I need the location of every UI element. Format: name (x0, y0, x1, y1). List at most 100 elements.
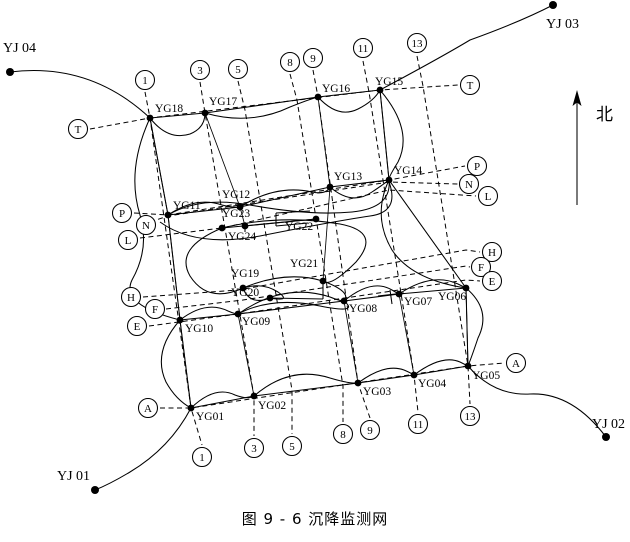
callout-label: 9 (367, 425, 373, 437)
label-yg20: YG20 (231, 287, 259, 299)
label-yj01: YJ 01 (57, 469, 90, 484)
monitoring-point-yg22[interactable] (312, 215, 320, 223)
axis-callout-right-p[interactable]: P (466, 155, 488, 177)
label-yg16: YG16 (322, 83, 350, 95)
benchmark-yj03[interactable] (549, 1, 557, 9)
north-label: 北 (596, 105, 613, 125)
callout-circle (243, 437, 265, 459)
label-yg22: YG22 (285, 221, 313, 233)
label-yg23: YG23 (222, 208, 250, 220)
callout-label: N (142, 220, 150, 232)
monitoring-point-yg21[interactable] (319, 277, 327, 285)
axis-callout-right-a[interactable]: A (505, 352, 527, 374)
monitoring-point-yg01[interactable] (187, 404, 195, 412)
monitoring-point-labels: YG01YG02YG03YG04YG05YG06YG07YG08YG09YG10… (155, 76, 500, 423)
monitoring-point-yg08[interactable] (340, 297, 348, 305)
callout-label: 13 (465, 411, 477, 423)
callout-circle (227, 58, 249, 80)
axis-callout-left-e[interactable]: E (126, 315, 148, 337)
callout-label: 1 (142, 75, 148, 87)
monitoring-point-yg24[interactable] (218, 224, 226, 232)
axis-callout-bottom-1[interactable]: 1 (191, 446, 213, 468)
axis-callout-left-f[interactable]: F (144, 298, 166, 320)
axis-callout-top-8[interactable]: 8 (279, 51, 301, 73)
monitoring-point-yg14[interactable] (385, 176, 393, 184)
monitoring-point-markers (146, 86, 472, 412)
monitoring-point-yg05[interactable] (464, 362, 472, 370)
monitoring-point-yg09[interactable] (234, 310, 242, 318)
callout-circle (332, 423, 354, 445)
monitoring-point-yg06[interactable] (462, 284, 470, 292)
monitoring-point-yg20[interactable] (266, 294, 274, 302)
benchmark-yj02[interactable] (602, 433, 610, 441)
monitoring-point-yg12[interactable] (236, 203, 244, 211)
monitoring-point-yg03[interactable] (354, 379, 362, 387)
monitoring-point-yg10[interactable] (176, 316, 184, 324)
axis-callout-top-3[interactable]: 3 (189, 59, 211, 81)
monitoring-point-yg13[interactable] (326, 183, 334, 191)
axis-callout-left-l[interactable]: L (117, 229, 139, 251)
label-yg21: YG21 (290, 258, 318, 270)
callout-label: 8 (287, 57, 293, 69)
label-yg04: YG04 (418, 378, 446, 390)
monitoring-point-yg11[interactable] (164, 211, 172, 219)
axis-callout-left-h[interactable]: H (120, 286, 142, 308)
monitoring-point-yg07[interactable] (395, 290, 403, 298)
figure-caption: 图 9 - 6 沉降监测网 (241, 510, 389, 528)
axis-callout-right-n[interactable]: N (458, 173, 480, 195)
monitoring-point-yg17[interactable] (201, 109, 209, 117)
axis-callout-right-f[interactable]: F (470, 256, 492, 278)
axis-callout-right-t[interactable]: T (459, 74, 481, 96)
axis-callout-right-e[interactable]: E (481, 270, 503, 292)
axis-callout-bottom-13[interactable]: 13 (459, 405, 481, 427)
axis-callout-top-9[interactable]: 9 (302, 47, 324, 69)
axis-callout-bottom-9[interactable]: 9 (359, 419, 381, 441)
axis-callout-top-5[interactable]: 5 (227, 58, 249, 80)
label-yg11: YG11 (173, 200, 201, 212)
monitoring-point-yg15[interactable] (376, 86, 384, 94)
axis-callout-bottom-8[interactable]: 8 (332, 423, 354, 445)
axis-callout-top-13[interactable]: 13 (406, 32, 428, 54)
callout-label: 3 (251, 443, 257, 455)
axis-callout-top-11[interactable]: 11 (352, 37, 374, 59)
monitoring-point-yg02[interactable] (250, 392, 258, 400)
callout-circle (302, 47, 324, 69)
label-yg01: YG01 (196, 411, 224, 423)
callout-label: E (489, 276, 496, 288)
label-yj04: YJ 04 (3, 41, 36, 56)
axis-callout-bottom-11[interactable]: 11 (407, 413, 429, 435)
label-yg14: YG14 (394, 165, 422, 177)
axis-callout-top-1[interactable]: 1 (134, 69, 156, 91)
callout-label: A (512, 358, 520, 370)
callout-circle (67, 118, 89, 140)
callout-circle (120, 286, 142, 308)
callout-label: 8 (340, 429, 346, 441)
axis-callout-left-p[interactable]: P (111, 202, 133, 224)
benchmark-yj01[interactable] (91, 486, 99, 494)
callout-circle (117, 229, 139, 251)
axis-callout-right-l[interactable]: L (477, 185, 499, 207)
callout-label: 3 (197, 65, 203, 77)
axis-callout-bottom-3[interactable]: 3 (243, 437, 265, 459)
axis-callout-left-a[interactable]: A (137, 397, 159, 419)
monitoring-point-yg23[interactable] (241, 222, 249, 230)
monitoring-point-yg16[interactable] (314, 93, 322, 101)
axis-callout-bottom-5[interactable]: 5 (281, 435, 303, 457)
north-arrow-icon (572, 90, 582, 205)
label-yg24: YG24 (228, 231, 256, 243)
callout-circle (191, 446, 213, 468)
monitoring-point-yg19[interactable] (239, 284, 247, 292)
axis-callout-left-n[interactable]: N (135, 214, 157, 236)
label-yg08: YG08 (349, 303, 377, 315)
axis-callout-right-h[interactable]: H (481, 241, 503, 263)
callout-label: T (467, 80, 474, 92)
monitoring-point-yg18[interactable] (146, 114, 154, 122)
benchmark-yj04[interactable] (6, 68, 14, 76)
axis-callout-left-t[interactable]: T (67, 118, 89, 140)
callout-circle (279, 51, 301, 73)
route-left-edge (129, 117, 192, 409)
route-right-edge (379, 89, 484, 367)
callout-circle (470, 256, 492, 278)
monitoring-point-yg04[interactable] (410, 371, 418, 379)
